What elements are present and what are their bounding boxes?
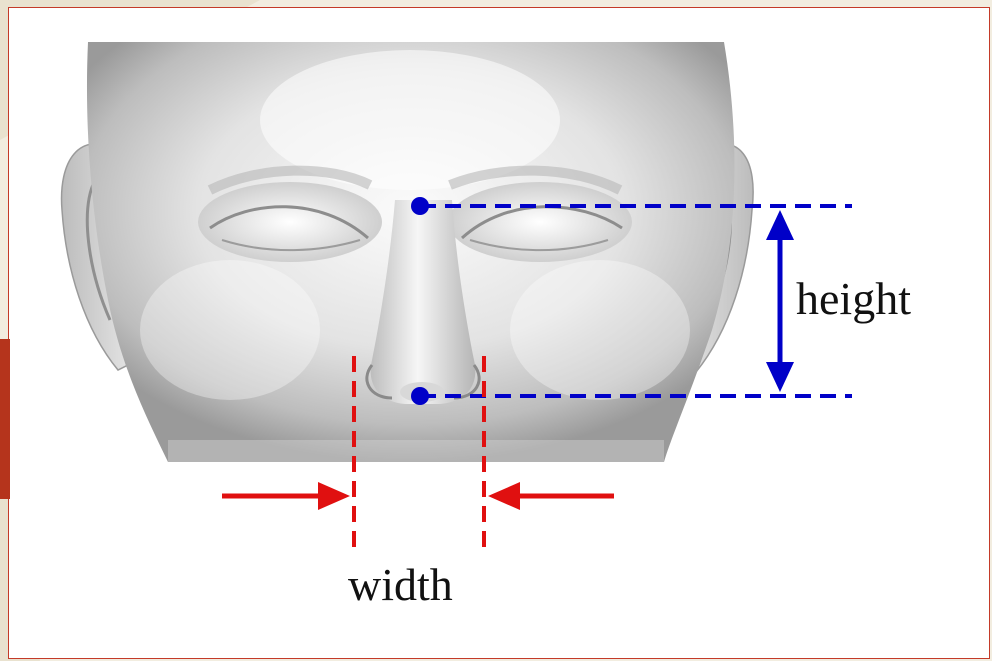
width-label: width: [348, 559, 453, 610]
height-top-point: [411, 197, 429, 215]
width-left-arrow-head: [318, 482, 350, 510]
height-arrow-head-up: [766, 210, 794, 240]
width-measurement: [222, 356, 614, 556]
accent-tab: [0, 339, 10, 499]
height-label: height: [796, 273, 911, 324]
width-right-arrow-head: [488, 482, 520, 510]
left-eye: [198, 182, 382, 262]
nose: [365, 200, 481, 404]
height-bottom-point: [411, 387, 429, 405]
height-measurement: [411, 197, 852, 405]
height-arrow-head-down: [766, 362, 794, 392]
right-eye: [448, 182, 632, 262]
